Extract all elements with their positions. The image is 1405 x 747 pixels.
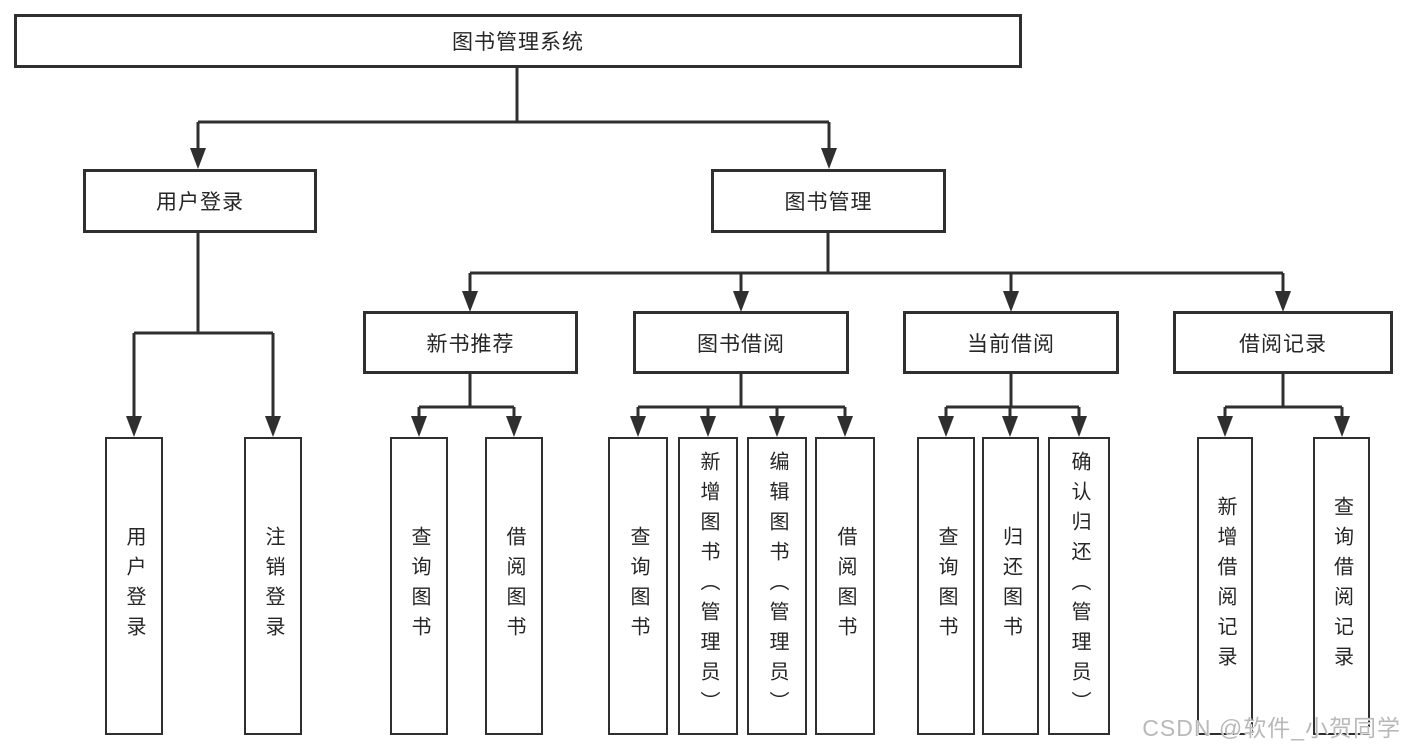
leaf-borrowing-query-books: 查询图书 xyxy=(608,437,668,735)
node-book-management: 图书管理 xyxy=(711,169,946,233)
leaf-newrec-borrow-books: 借阅图书 xyxy=(485,437,543,735)
leaf-newrec-borrow-books-label: 借阅图书 xyxy=(503,526,525,646)
leaf-records-query-record-label: 查询借阅记录 xyxy=(1330,496,1353,676)
node-user-login: 用户登录 xyxy=(83,169,317,233)
leaf-current-query-books-label: 查询图书 xyxy=(935,526,957,646)
node-borrow-records: 借阅记录 xyxy=(1173,311,1393,374)
csdn-watermark: CSDN @软件_小贺同学 xyxy=(1142,715,1401,741)
leaf-borrowing-edit-books-admin: 编辑图书（管理员） xyxy=(747,437,807,735)
leaf-current-return-books-label: 归还图书 xyxy=(999,526,1022,646)
leaf-borrowing-borrow-books-label: 借阅图书 xyxy=(834,526,856,646)
leaf-logout: 注销登录 xyxy=(244,437,302,735)
leaf-current-query-books: 查询图书 xyxy=(917,437,975,735)
leaf-user-login-label: 用户登录 xyxy=(123,526,145,646)
leaf-current-confirm-return-admin: 确认归还（管理员） xyxy=(1048,437,1110,735)
leaf-borrowing-edit-books-admin-label: 编辑图书（管理员） xyxy=(766,451,788,721)
leaf-borrowing-add-books-admin-label: 新增图书（管理员） xyxy=(697,451,719,721)
leaf-borrowing-borrow-books: 借阅图书 xyxy=(815,437,875,735)
leaf-current-return-books: 归还图书 xyxy=(982,437,1039,735)
leaf-records-add-record: 新增借阅记录 xyxy=(1197,437,1253,735)
leaf-borrowing-query-books-label: 查询图书 xyxy=(627,526,649,646)
leaf-records-add-record-label: 新增借阅记录 xyxy=(1214,496,1236,676)
leaf-newrec-query-books: 查询图书 xyxy=(390,437,448,735)
node-new-book-recommend: 新书推荐 xyxy=(363,311,578,374)
node-library-system: 图书管理系统 xyxy=(14,14,1022,68)
leaf-user-login: 用户登录 xyxy=(105,437,163,735)
node-book-borrowing: 图书借阅 xyxy=(633,311,849,374)
node-current-borrowing: 当前借阅 xyxy=(903,311,1119,374)
leaf-newrec-query-books-label: 查询图书 xyxy=(408,526,430,646)
leaf-current-confirm-return-admin-label: 确认归还（管理员） xyxy=(1068,451,1090,721)
leaf-logout-label: 注销登录 xyxy=(262,526,284,646)
leaf-borrowing-add-books-admin: 新增图书（管理员） xyxy=(678,437,738,735)
leaf-records-query-record: 查询借阅记录 xyxy=(1313,437,1370,735)
